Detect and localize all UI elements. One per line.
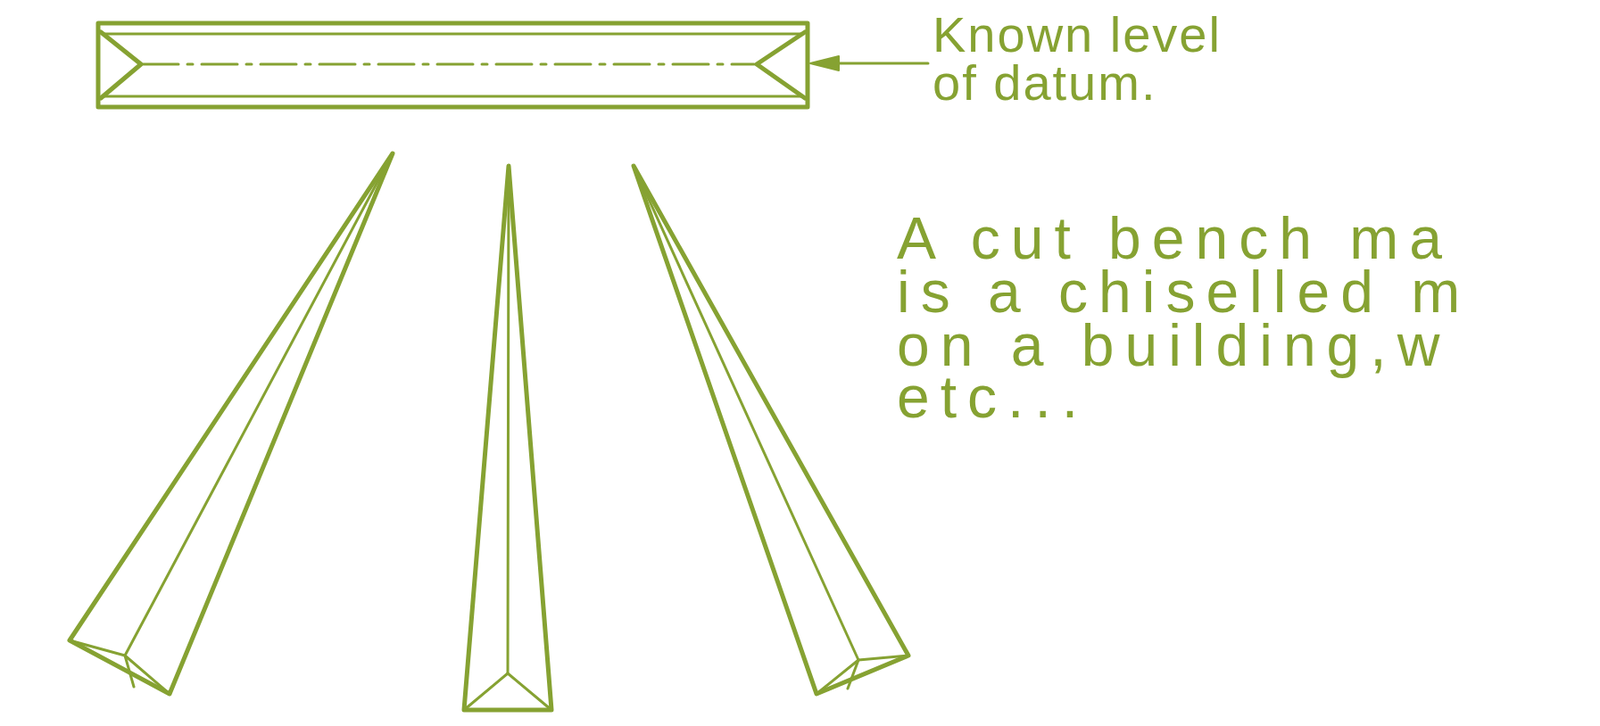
datum-bar — [98, 23, 808, 108]
chisel-wedge — [69, 153, 393, 695]
bar-end-facet — [100, 32, 141, 99]
description-line: is a chiselled m — [896, 264, 1471, 320]
datum-note: Known level of datum. — [932, 10, 1227, 108]
bar-end-facet — [756, 32, 805, 99]
description-line: on a building,w — [896, 317, 1451, 374]
chisel-wedge — [633, 165, 909, 695]
description-line: etc... — [896, 369, 1089, 425]
description-line: A cut bench ma — [896, 210, 1453, 266]
arrowhead — [810, 56, 839, 71]
chisel-wedge — [464, 165, 552, 711]
